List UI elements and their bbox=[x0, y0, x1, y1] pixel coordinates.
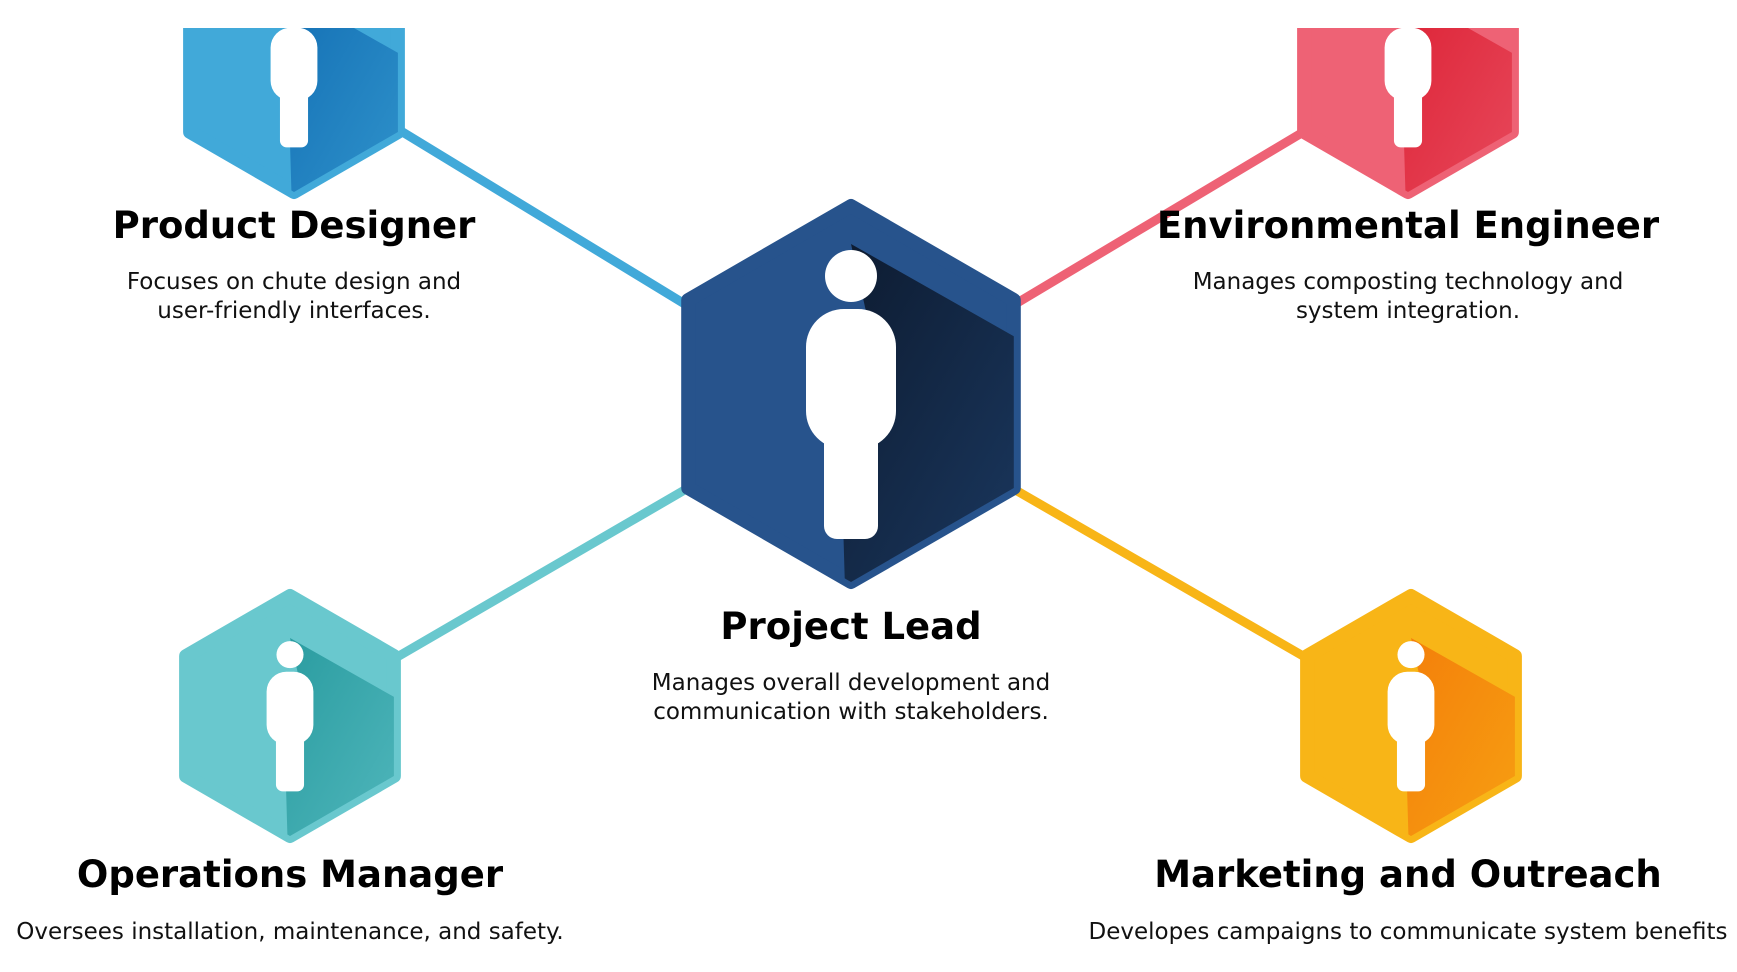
project-lead-title: Project Lead bbox=[720, 605, 982, 648]
environmental-engineer-connector bbox=[1007, 123, 1315, 311]
project-lead-description: Manages overall development and communic… bbox=[651, 670, 1051, 725]
environmental-engineer-node bbox=[1297, 28, 1519, 199]
environmental-engineer-title: Environmental Engineer bbox=[1156, 204, 1660, 247]
marketing-outreach-description: Developes campaigns to communicate syste… bbox=[1088, 919, 1728, 945]
product-designer-connector bbox=[391, 123, 693, 311]
person-icon bbox=[806, 250, 896, 539]
product-designer-node bbox=[183, 28, 405, 199]
person-icon bbox=[266, 641, 314, 792]
marketing-outreach-icon-shadow bbox=[1405, 638, 1515, 836]
connectors bbox=[387, 123, 1315, 665]
marketing-outreach-connector bbox=[1007, 483, 1315, 665]
nodes bbox=[179, 28, 1522, 843]
person-icon bbox=[270, 28, 318, 148]
marketing-outreach-title: Marketing and Outreach bbox=[1154, 853, 1662, 896]
operations-manager-icon-shadow bbox=[284, 638, 394, 836]
person-icon bbox=[1387, 641, 1435, 792]
product-designer-description: Focuses on chute design and user-friendl… bbox=[126, 269, 462, 324]
operations-manager-node bbox=[179, 589, 401, 843]
environmental-engineer-description: Manages composting technology and system… bbox=[1192, 269, 1624, 324]
operations-manager-title: Operations Manager bbox=[76, 853, 504, 896]
environmental-engineer-icon-shadow bbox=[1402, 28, 1512, 192]
marketing-outreach-node bbox=[1300, 589, 1522, 843]
product-designer-title: Product Designer bbox=[112, 204, 476, 247]
product-designer-icon-shadow bbox=[288, 28, 398, 192]
operations-manager-description: Oversees installation, maintenance, and … bbox=[16, 919, 564, 945]
operations-manager-connector bbox=[387, 483, 693, 665]
person-icon bbox=[1384, 28, 1432, 148]
